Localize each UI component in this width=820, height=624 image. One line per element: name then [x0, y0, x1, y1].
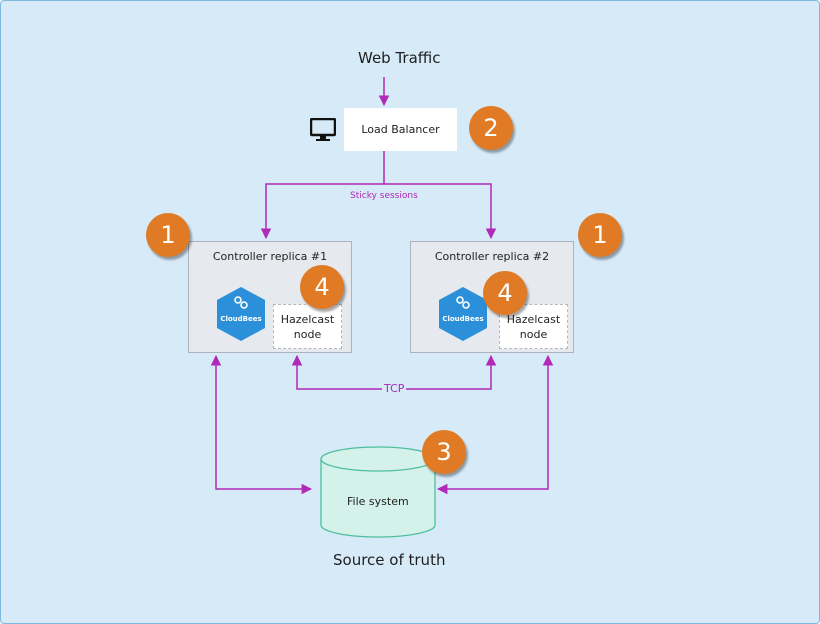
tcp-label: TCP — [382, 382, 407, 395]
file-system-label: File system — [347, 495, 409, 508]
sticky-to-replica1 — [260, 151, 385, 240]
controller-replica-2: Controller replica #2 CloudBees Hazelcas… — [410, 241, 574, 353]
badge-replica-1: 1 — [146, 213, 190, 257]
load-balancer: Load Balancer — [344, 108, 457, 151]
sticky-to-replica2 — [384, 183, 497, 240]
monitor-icon — [310, 118, 336, 141]
badge-hazelcast-2: 4 — [483, 271, 527, 315]
cloudbees-text-1: CloudBees — [220, 315, 261, 323]
file-system-cylinder — [320, 446, 436, 538]
badge-file-system: 3 — [422, 430, 466, 474]
hazelcast-node-2: Hazelcast node — [499, 304, 568, 349]
web-traffic-label: Web Traffic — [358, 49, 441, 67]
fs-connector-right — [436, 354, 554, 495]
fs-connector-left — [210, 354, 313, 495]
cloudbees-text-2: CloudBees — [442, 315, 483, 323]
hazelcast-2-line2: node — [519, 327, 548, 341]
load-balancer-label: Load Balancer — [361, 123, 440, 136]
replica-2-title: Controller replica #2 — [434, 250, 550, 263]
badge-replica-2: 1 — [578, 213, 622, 257]
replica-1-title: Controller replica #1 — [212, 250, 328, 263]
cloudbees-logo-icon: CloudBees — [217, 287, 265, 341]
hazelcast-1-line2: node — [293, 327, 322, 341]
source-of-truth-label: Source of truth — [333, 551, 446, 569]
hazelcast-node-1: Hazelcast node — [273, 304, 342, 349]
hazelcast-1-line1: Hazelcast — [280, 312, 335, 326]
badge-load-balancer: 2 — [469, 106, 513, 150]
hazelcast-2-line1: Hazelcast — [506, 312, 561, 326]
sticky-sessions-label: Sticky sessions — [350, 191, 418, 201]
badge-hazelcast-1: 4 — [300, 265, 344, 309]
cloudbees-logo-icon: CloudBees — [439, 287, 487, 341]
